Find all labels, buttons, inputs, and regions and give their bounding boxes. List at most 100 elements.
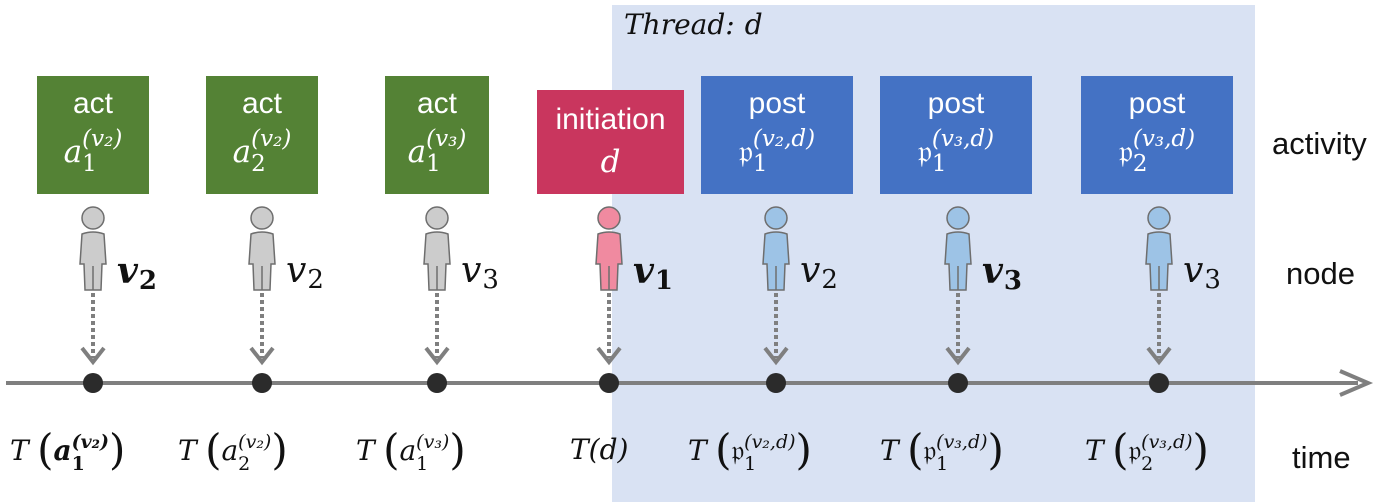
time-label-base: a [221, 434, 239, 467]
time-label-text: T(d) [570, 433, 629, 466]
time-label-subscript: 1 [744, 453, 757, 475]
activity-symbol: a(v₃)1 [385, 128, 489, 176]
node-subscript: 3 [482, 265, 499, 295]
time-label-subscript: 2 [238, 453, 251, 475]
time-label-base: a [53, 434, 72, 467]
node-subscript: 2 [307, 265, 324, 295]
activity-symbol-base: d [600, 144, 621, 180]
time-label: T (a(v₂)2) [178, 420, 288, 481]
node-label: v2 [286, 250, 324, 295]
arrowhead [80, 346, 106, 366]
event-dot [427, 373, 447, 393]
activity-symbol-base: a [232, 134, 252, 170]
activity-box-act: act a(v₂)1 [37, 76, 149, 194]
right-paren: ) [1192, 425, 1209, 474]
node-var: v [1183, 250, 1204, 291]
activity-keyword: post [1128, 87, 1186, 120]
time-label-subscript: 2 [1141, 453, 1154, 475]
row-label-activity: activity [1272, 126, 1367, 161]
row-label-time: time [1292, 440, 1351, 475]
arrowhead [945, 346, 971, 366]
node-label: v3 [1183, 250, 1221, 295]
left-paren: ( [196, 425, 222, 474]
right-paren: ) [987, 425, 1004, 474]
activity-symbol-base: a [407, 134, 427, 170]
time-label: T (𝔭(v₂,d)1) [688, 420, 812, 481]
time-label-subscript: 1 [416, 453, 429, 475]
time-label-base: a [399, 434, 417, 467]
activity-symbol-base: 𝔭 [738, 134, 753, 170]
node-var: v [286, 250, 307, 291]
time-label: T (𝔭(v₃,d)1) [880, 420, 1004, 481]
activity-keyword: initiation [555, 103, 666, 136]
node-var: v [461, 250, 482, 291]
activity-keyword: act [416, 87, 458, 120]
activity-symbol-subscript: 1 [426, 151, 441, 177]
activity-symbol: a(v₂)2 [206, 128, 318, 176]
person-icon [423, 206, 451, 291]
time-label-prefix: T [1085, 434, 1104, 467]
time-label-superscript: (v₃,d) [936, 431, 988, 453]
arrowhead [1146, 346, 1172, 366]
activity-symbol-base: 𝔭 [1118, 134, 1133, 170]
time-label-superscript: (v₃) [416, 431, 450, 453]
time-label-prefix: T [880, 434, 899, 467]
time-label-prefix: T [688, 434, 707, 467]
node-subscript: 3 [1204, 265, 1221, 295]
activity-box-act: act a(v₃)1 [385, 76, 489, 194]
activity-symbol: a(v₂)1 [37, 128, 149, 176]
activity-symbol-superscript: (v₃,d) [931, 126, 995, 152]
time-label: T (𝔭(v₃,d)2) [1085, 420, 1209, 481]
time-label-subscript: 1 [936, 453, 949, 475]
person-icon [1145, 206, 1173, 291]
activity-symbol: d [537, 138, 684, 186]
node-var: v [633, 250, 654, 292]
node-subscript: 2 [138, 266, 158, 296]
activity-symbol-subscript: 1 [931, 151, 947, 177]
activity-symbol-subscript: 1 [82, 151, 97, 177]
time-label-base: 𝔭 [1128, 434, 1142, 467]
thread-title-var: d [744, 8, 763, 41]
node-label: v3 [982, 250, 1022, 296]
left-paren: ( [898, 425, 924, 474]
time-label-superscript: (v₃,d) [1141, 431, 1193, 453]
event-dot [766, 373, 786, 393]
time-label-subscript: 1 [71, 453, 85, 475]
node-label: v2 [117, 250, 157, 296]
time-axis-arrowhead [1339, 369, 1374, 397]
time-label-superscript: (v₂) [238, 431, 272, 453]
right-paren: ) [108, 425, 126, 474]
event-dot [948, 373, 968, 393]
activity-symbol-subscript: 1 [752, 151, 768, 177]
activity-symbol-base: 𝔭 [917, 134, 932, 170]
time-label-base: 𝔭 [923, 434, 937, 467]
activity-keyword: act [72, 87, 114, 120]
node-subscript: 3 [1003, 266, 1023, 296]
event-dot [252, 373, 272, 393]
activity-box-initiation: initiation d [537, 90, 684, 194]
time-label-superscript: (v₂) [71, 431, 109, 453]
time-label-prefix: T [10, 434, 29, 467]
activity-symbol-subscript: 2 [251, 151, 266, 177]
time-label-base: 𝔭 [731, 434, 745, 467]
node-label: v3 [461, 250, 499, 295]
activity-box-post: post 𝔭(v₃,d)2 [1081, 76, 1233, 194]
right-paren: ) [271, 425, 288, 474]
arrowhead [596, 346, 622, 366]
time-label: T (a(v₃)1) [356, 420, 466, 481]
node-label: v1 [633, 250, 673, 296]
event-dot [599, 373, 619, 393]
activity-symbol-superscript: (v₃) [426, 126, 467, 152]
node-subscript: 1 [654, 266, 674, 296]
activity-symbol: 𝔭(v₃,d)2 [1081, 128, 1233, 176]
person-icon [79, 206, 107, 291]
person-icon [248, 206, 276, 291]
time-label-prefix: T [356, 434, 375, 467]
left-paren: ( [706, 425, 732, 474]
activity-symbol-superscript: (v₃,d) [1132, 126, 1196, 152]
